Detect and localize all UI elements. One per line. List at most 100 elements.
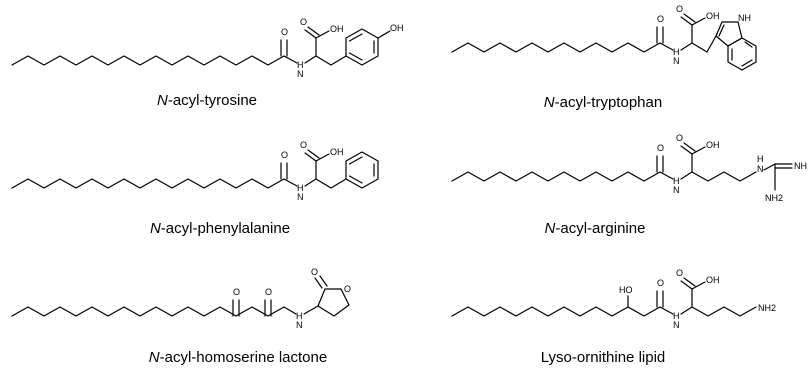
atom-label: O xyxy=(265,287,272,297)
acid-carbonyl-bond xyxy=(680,16,693,26)
molecule-caption: N-acyl-homoserine lactone xyxy=(149,349,327,366)
side-chain xyxy=(691,171,757,182)
acyl-chain xyxy=(11,178,285,189)
lactone-carbonyl-bond xyxy=(319,275,328,287)
molecule-lyso-ornithine: HO O H N O OH NH2 Lyso-ornithine lipid xyxy=(451,268,776,366)
bond xyxy=(315,153,330,162)
atom-label: O xyxy=(281,150,288,160)
bond xyxy=(659,171,674,180)
bond xyxy=(680,171,693,180)
bond xyxy=(283,178,298,187)
atom-label: N xyxy=(296,320,303,330)
atom-label: O xyxy=(657,143,664,153)
acid-carbonyl-bond xyxy=(683,277,696,287)
bond xyxy=(659,42,674,51)
atom-label: NH2 xyxy=(765,193,783,203)
acyl-chain xyxy=(451,306,661,317)
acyl-chain xyxy=(451,42,661,53)
lactone-ring xyxy=(317,288,350,317)
bond xyxy=(706,35,717,53)
atom-label: O xyxy=(300,140,307,150)
acid-carbonyl-bond xyxy=(680,145,693,155)
bond xyxy=(304,55,317,64)
bond xyxy=(283,55,298,64)
aromatic-ring xyxy=(345,151,379,189)
atom-label: O xyxy=(281,27,288,37)
atom-label: H xyxy=(673,176,680,186)
atom-label: HO xyxy=(619,285,633,295)
atom-label: O xyxy=(676,268,683,278)
molecule-tyrosine: O H N O OH OH N-acyl-tyrosine xyxy=(11,17,404,109)
acid-carbonyl-bond xyxy=(683,13,696,23)
atom-label: N xyxy=(757,164,764,174)
atom-label: O xyxy=(233,287,240,297)
atom-label: O xyxy=(311,267,318,277)
bond xyxy=(680,42,693,51)
atom-label: H xyxy=(296,311,303,321)
molecule-caption: N-acyl-phenylalanine xyxy=(150,220,290,237)
acid-carbonyl-bond xyxy=(304,152,317,162)
aromatic-double-bond xyxy=(348,175,363,184)
benzene-ring xyxy=(727,37,757,71)
acid-carbonyl-bond xyxy=(680,280,693,290)
aromatic-double-bond xyxy=(744,41,753,48)
molecule-phenylalanine: O H N O OH N-acyl-phenylalanine xyxy=(11,140,379,237)
atom-label: OH xyxy=(706,11,720,21)
bond xyxy=(691,146,706,155)
bond xyxy=(691,17,706,26)
acid-carbonyl-bond xyxy=(307,26,320,36)
atom-label: O xyxy=(676,133,683,143)
molecule-tryptophan: O H N O OH NH N-acyl-tryptophan xyxy=(451,4,757,111)
side-chain xyxy=(691,306,757,317)
atom-label: NH xyxy=(794,161,807,171)
atom-label: O xyxy=(676,4,683,14)
atom-label: H xyxy=(297,183,304,193)
aromatic-double-bond xyxy=(348,156,363,165)
bond xyxy=(315,55,332,66)
atom-label: N xyxy=(673,185,680,195)
pyrrole-double-bond xyxy=(718,24,725,37)
molecule-caption: N-acyl-tyrosine xyxy=(157,92,257,109)
bond xyxy=(330,55,347,66)
bond xyxy=(763,163,776,171)
bond xyxy=(303,305,319,315)
molecule-arginine: O H N O OH H N NH NH2 N-acyl-arginine xyxy=(451,133,807,237)
aromatic-double-bond xyxy=(348,33,363,42)
atom-label: OH xyxy=(330,147,344,157)
molecule-homoserine-lactone: O O H N O O N-acyl-homoserine lactone xyxy=(11,267,351,366)
bond xyxy=(377,30,391,39)
atom-label: O xyxy=(344,284,351,294)
acyl-chain xyxy=(451,171,661,182)
bond xyxy=(315,178,332,189)
bond xyxy=(680,306,693,315)
bond xyxy=(315,30,330,39)
atom-label: O xyxy=(657,14,664,24)
acyl-chain xyxy=(11,306,285,317)
atom-label: N xyxy=(673,320,680,330)
acyl-chain xyxy=(11,55,285,66)
atom-label: H xyxy=(297,60,304,70)
acid-carbonyl-bond xyxy=(304,29,317,39)
bond xyxy=(691,281,706,290)
molecule-caption: N-acyl-arginine xyxy=(545,220,646,237)
bond xyxy=(659,306,674,315)
atom-label: H xyxy=(673,311,680,321)
molecule-caption: Lyso-ornithine lipid xyxy=(541,349,666,366)
bond xyxy=(283,306,297,315)
atom-label: N xyxy=(297,69,304,79)
atom-label: OH xyxy=(330,24,344,34)
atom-label: N xyxy=(297,192,304,202)
atom-label: NH2 xyxy=(758,303,776,313)
acid-carbonyl-bond xyxy=(683,142,696,152)
bond xyxy=(691,42,708,53)
bond xyxy=(330,178,347,189)
bond xyxy=(304,178,317,187)
atom-label: O xyxy=(657,278,664,288)
atom-label: OH xyxy=(706,140,720,150)
pyrrole-ring xyxy=(715,21,743,47)
lactone-carbonyl-bond xyxy=(314,277,323,289)
atom-label: O xyxy=(300,17,307,27)
atom-label: H xyxy=(757,154,764,164)
